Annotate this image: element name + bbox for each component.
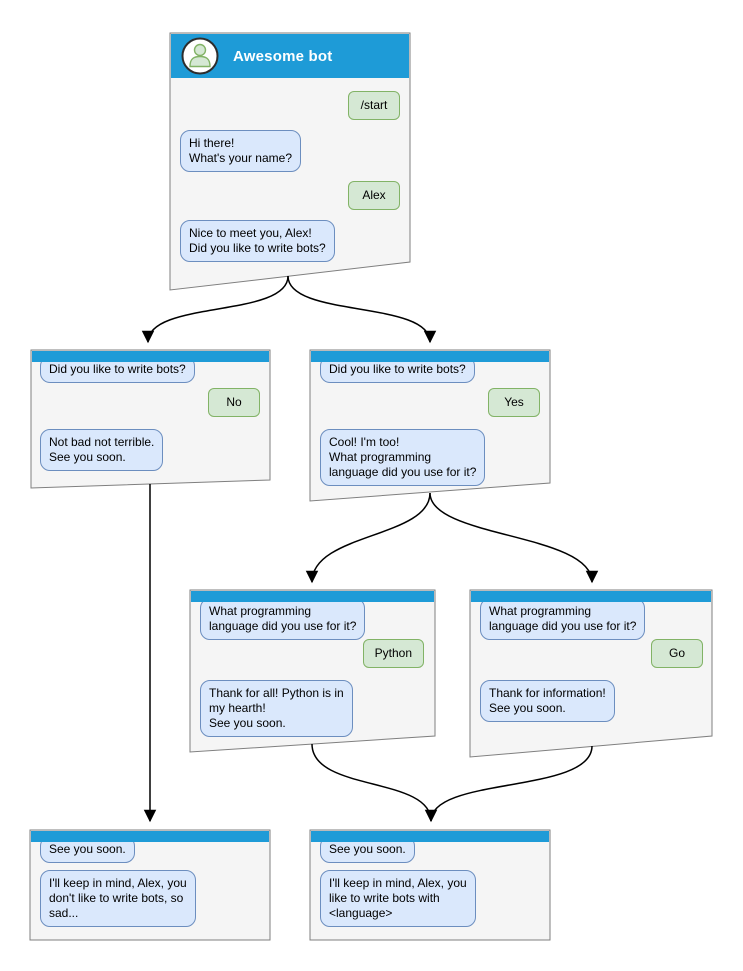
window-header <box>311 831 549 842</box>
bot-message-bubble: I'll keep in mind, Alex, you like to wri… <box>320 870 476 927</box>
bot-message-bubble: I'll keep in mind, Alex, you don't like … <box>40 870 196 927</box>
connector-branch-yes-to-lang-python <box>305 492 431 584</box>
chat-window-end-no: See you soon. I'll keep in mind, Alex, y… <box>30 830 270 940</box>
chat-window-branch-no: Did you like to write bots? No Not bad n… <box>31 350 270 488</box>
chat-window-lang-python: What programming language did you use fo… <box>190 590 435 752</box>
chat-window-main: Awesome bot /start Hi there! What's your… <box>170 33 410 290</box>
connector-main-to-branch-yes <box>287 275 437 344</box>
window-header <box>191 591 434 602</box>
user-message-bubble: /start <box>348 91 400 120</box>
user-message-bubble: Python <box>362 639 424 668</box>
bot-message-bubble: Nice to meet you, Alex! Did you like to … <box>180 220 335 262</box>
bot-message-bubble: What programming language did you use fo… <box>200 598 366 640</box>
user-message-bubble: No <box>208 388 260 417</box>
user-message-bubble: Yes <box>488 388 540 417</box>
bot-message-bubble: What programming language did you use fo… <box>480 598 646 640</box>
chat-window-end-yes: See you soon. I'll keep in mind, Alex, y… <box>310 830 550 940</box>
window-header <box>471 591 711 602</box>
connector-main-to-branch-no <box>141 275 289 344</box>
connector-lang-python-to-end-yes <box>311 743 438 823</box>
connector-branch-yes-to-lang-go <box>429 492 599 584</box>
bot-message-bubble: Cool! I'm too! What programming language… <box>320 429 486 486</box>
chat-window-lang-go: What programming language did you use fo… <box>470 590 712 757</box>
window-header <box>32 351 269 362</box>
window-header <box>31 831 269 842</box>
window-header: Awesome bot <box>171 34 409 78</box>
person-icon <box>181 37 219 75</box>
window-header <box>311 351 549 362</box>
bot-message-bubble: Hi there! What's your name? <box>180 130 302 172</box>
user-message-bubble: Alex <box>348 181 400 210</box>
bot-message-bubble: Thank for all! Python is in my hearth! S… <box>200 680 353 737</box>
bot-message-bubble: Not bad not terrible. See you soon. <box>40 429 164 471</box>
bot-message-bubble: Thank for information! See you soon. <box>480 680 615 722</box>
connector-lang-go-to-end-yes <box>430 745 593 822</box>
user-message-bubble: Go <box>651 639 703 668</box>
window-title: Awesome bot <box>233 47 333 65</box>
chat-window-branch-yes: Did you like to write bots? Yes Cool! I'… <box>310 350 550 501</box>
